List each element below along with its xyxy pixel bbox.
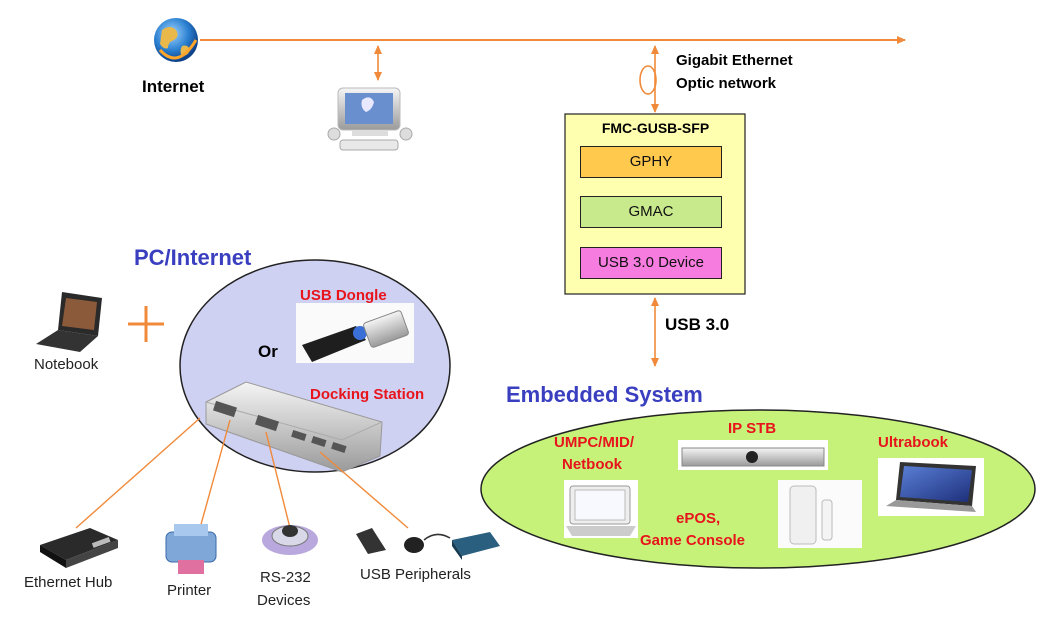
notebook-label: Notebook <box>34 356 99 373</box>
rs232-label-line2: Devices <box>257 592 311 609</box>
umpc-netbook-icon <box>564 480 638 538</box>
ultrabook-icon <box>878 458 984 516</box>
ethernet-hub-label: Ethernet Hub <box>24 574 113 591</box>
peripheral-connectors <box>75 417 409 529</box>
globe-icon <box>154 18 198 62</box>
usb3-link-label: USB 3.0 <box>665 315 730 334</box>
usb-dongle-icon <box>296 303 414 363</box>
docking-station-icon <box>205 381 383 473</box>
embedded-system-title: Embedded System <box>506 382 703 407</box>
printer-label: Printer <box>167 582 212 599</box>
usb-peripherals-icon <box>356 528 500 560</box>
pc-internet-title: PC/Internet <box>134 245 252 270</box>
internet-label: Internet <box>142 77 205 96</box>
or-label: Or <box>258 342 278 361</box>
rs232-device-icon <box>262 525 318 555</box>
uplink-label-line2: Optic network <box>676 75 777 92</box>
rs232-label-line1: RS-232 <box>260 569 311 586</box>
desktop-computer-icon <box>327 87 413 151</box>
gphy-module: GPHY <box>580 146 722 178</box>
umpc-label-line1: UMPC/MID/ <box>554 434 634 451</box>
usb-dongle-label: USB Dongle <box>300 287 387 304</box>
ip-stb-icon <box>678 440 828 470</box>
uplink-label-line1: Gigabit Ethernet <box>676 52 793 69</box>
fiber-coil-icon <box>639 65 657 95</box>
plus-icon <box>128 306 164 342</box>
ip-stb-label: IP STB <box>728 420 777 437</box>
epos-label-line1: ePOS, <box>676 510 721 527</box>
gmac-module: GMAC <box>580 196 722 228</box>
epos-label-line2: Game Console <box>640 532 746 549</box>
docking-station-label: Docking Station <box>310 386 425 403</box>
printer-icon <box>165 524 217 574</box>
notebook-icon <box>36 292 102 352</box>
usb3-device-module: USB 3.0 Device <box>580 247 722 279</box>
ultrabook-label: Ultrabook <box>878 434 949 451</box>
game-console-icon <box>778 480 862 548</box>
board-title: FMC-GUSB-SFP <box>601 120 710 136</box>
ethernet-hub-icon <box>40 528 118 568</box>
umpc-label-line2: Netbook <box>562 456 622 473</box>
usb-peripherals-label: USB Peripherals <box>360 566 471 583</box>
